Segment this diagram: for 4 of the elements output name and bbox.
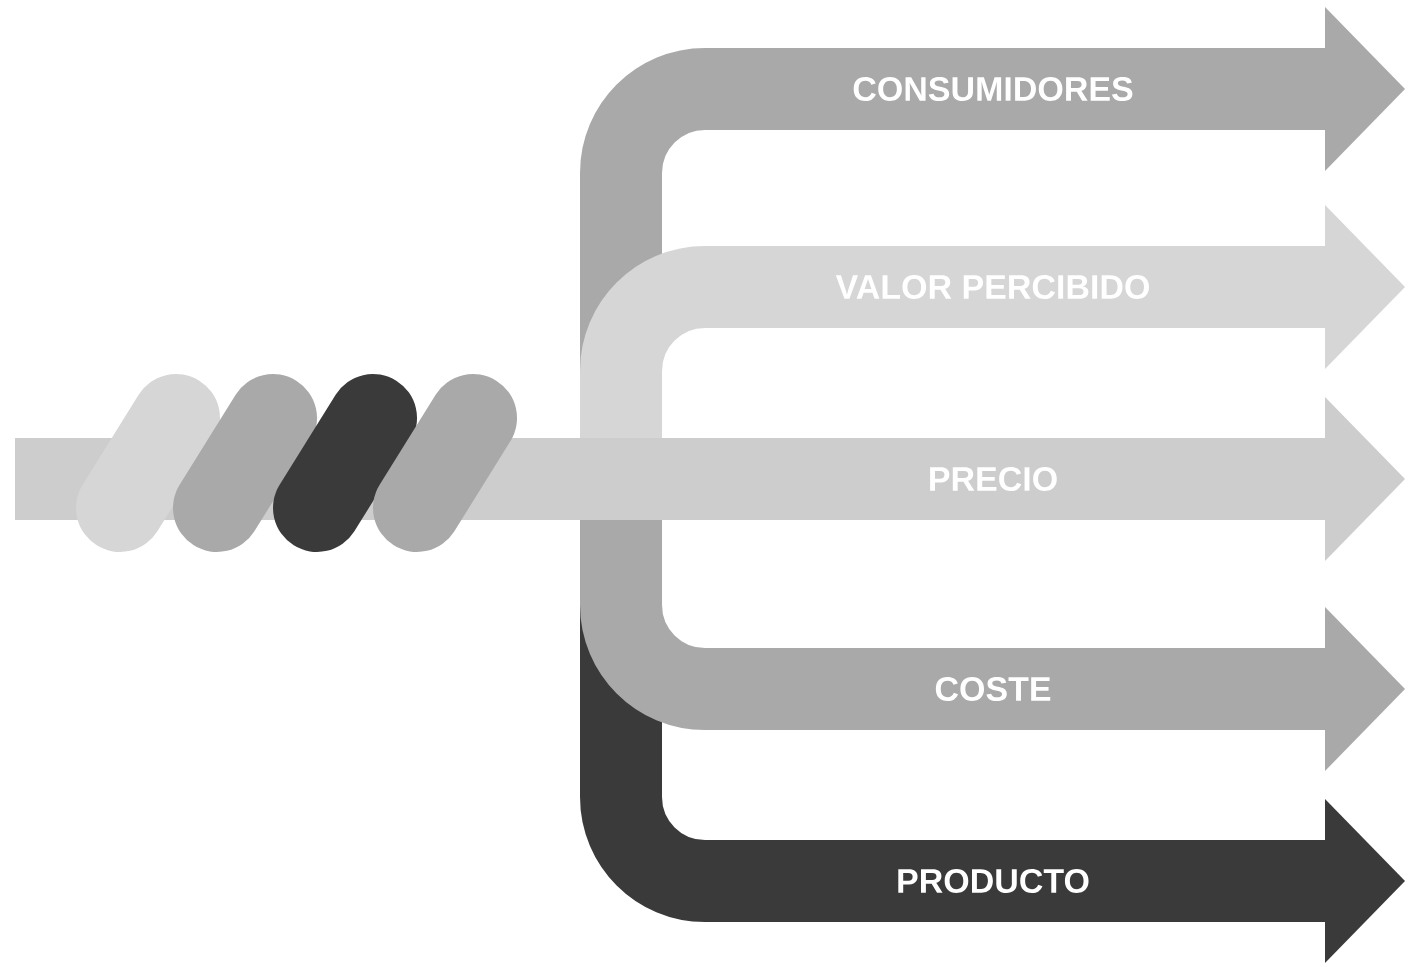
arrow-band: COSTE [580, 520, 1405, 771]
node-label: COSTE [935, 676, 1051, 702]
node-label: CONSUMIDORES [853, 76, 1133, 102]
node-label: PRODUCTO [898, 868, 1089, 894]
